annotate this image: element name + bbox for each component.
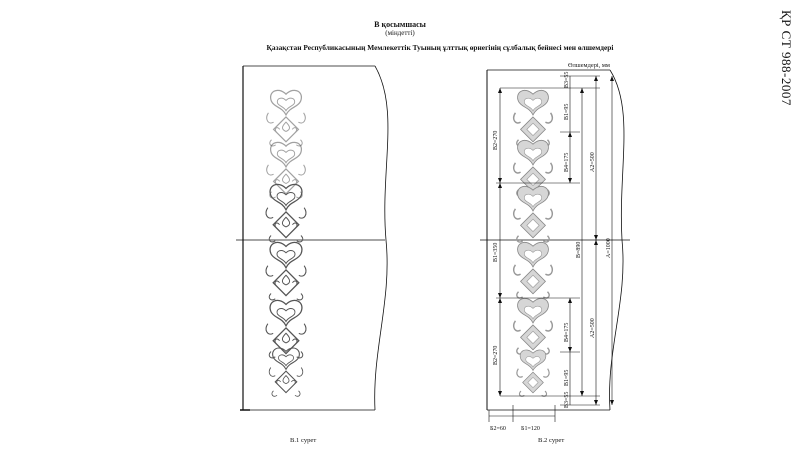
dim-b3-bottom: В3=55: [564, 392, 570, 408]
dim-b2-upper: В2=270: [493, 131, 499, 150]
document-title: Қазақстан Республикасының Мемлекеттік Ту…: [266, 43, 614, 52]
standard-code: ҚР СТ 988-2007: [779, 10, 794, 106]
dim-b4-upper: В4=175: [564, 153, 570, 172]
dim-a2-upper: А2=500: [590, 152, 596, 172]
figure-b1: [236, 65, 389, 411]
units-label: Өлшемдері, мм: [568, 62, 610, 69]
dim-a2-lower: А2=500: [590, 318, 596, 338]
dim-b1-width: Б1=120: [521, 426, 540, 432]
figure-b1-caption: В.1 сурет: [290, 437, 317, 444]
dim-b-total: В=890: [576, 242, 582, 258]
dim-b1-bottom: В1=95: [564, 370, 570, 386]
dim-b3-top: В3=55: [564, 72, 570, 88]
dim-a-total: А=1000: [606, 238, 612, 258]
ornament-column-left: [265, 89, 307, 398]
figure-b2: В2=270 В1=350 В2=270 В3=55 В1=95 В4=175 …: [480, 69, 630, 432]
ornament-column-right: [512, 89, 554, 398]
annex-status: (міндетті): [385, 29, 415, 37]
dim-b1-mid: В1=350: [493, 243, 499, 262]
dim-b2-lower: В2=270: [493, 346, 499, 365]
figure-b2-caption: В.2 сурет: [538, 437, 565, 444]
annex-title: В қосымшасы: [374, 20, 426, 29]
dim-b4-lower: В4=175: [564, 323, 570, 342]
dim-b1-top: В1=95: [564, 104, 570, 120]
dim-b2-width: Б2=60: [490, 426, 506, 432]
